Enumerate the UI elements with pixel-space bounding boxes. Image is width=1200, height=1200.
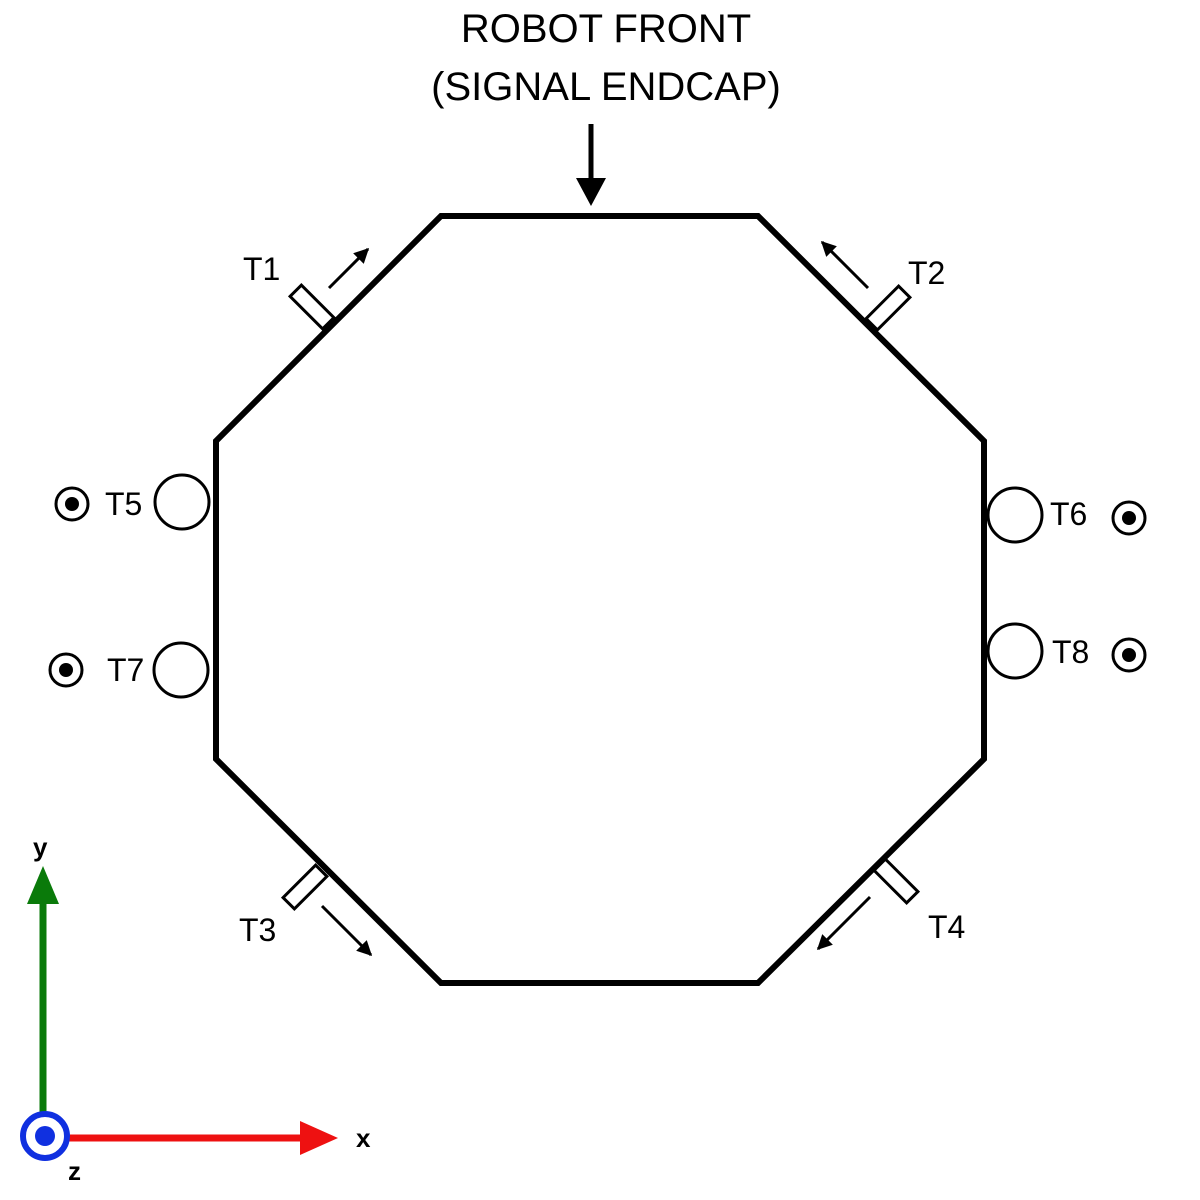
out-of-page-t5-icon bbox=[54, 486, 90, 522]
out-of-page-t7-icon bbox=[48, 652, 84, 688]
thruster-t6 bbox=[986, 486, 1044, 544]
thruster-t3 bbox=[280, 862, 373, 957]
thruster-t8 bbox=[986, 622, 1044, 680]
thruster-label-t1: T1 bbox=[243, 251, 280, 287]
coordinate-frame bbox=[20, 866, 338, 1161]
z-axis-dot-icon bbox=[35, 1126, 55, 1146]
thruster-t2 bbox=[820, 240, 913, 333]
robot-hull-octagon bbox=[213, 213, 987, 986]
thruster-label-t6: T6 bbox=[1050, 496, 1087, 532]
thruster-t5 bbox=[153, 473, 211, 531]
z-axis-label: z bbox=[68, 1156, 81, 1186]
thruster-label-t4: T4 bbox=[928, 909, 965, 945]
out-of-page-t8-icon bbox=[1111, 637, 1147, 673]
thruster-label-t3: T3 bbox=[239, 912, 276, 948]
front-arrow-icon bbox=[576, 124, 606, 206]
thruster-t1 bbox=[287, 247, 370, 332]
thruster-label-t5: T5 bbox=[105, 486, 142, 522]
thruster-label-t7: T7 bbox=[107, 652, 144, 688]
thruster-t4 bbox=[816, 856, 921, 951]
x-axis-arrowhead-icon bbox=[300, 1121, 338, 1155]
front-title-line1: ROBOT FRONT bbox=[461, 7, 751, 51]
thruster-t7 bbox=[152, 641, 210, 699]
front-title-line2: (SIGNAL ENDCAP) bbox=[431, 65, 781, 109]
x-axis-label: x bbox=[356, 1123, 371, 1153]
thruster-label-t8: T8 bbox=[1052, 634, 1089, 670]
out-of-page-t6-icon bbox=[1111, 500, 1147, 536]
y-axis-label: y bbox=[33, 832, 48, 862]
thruster-label-t2: T2 bbox=[908, 255, 945, 291]
y-axis-arrowhead-icon bbox=[27, 866, 59, 904]
